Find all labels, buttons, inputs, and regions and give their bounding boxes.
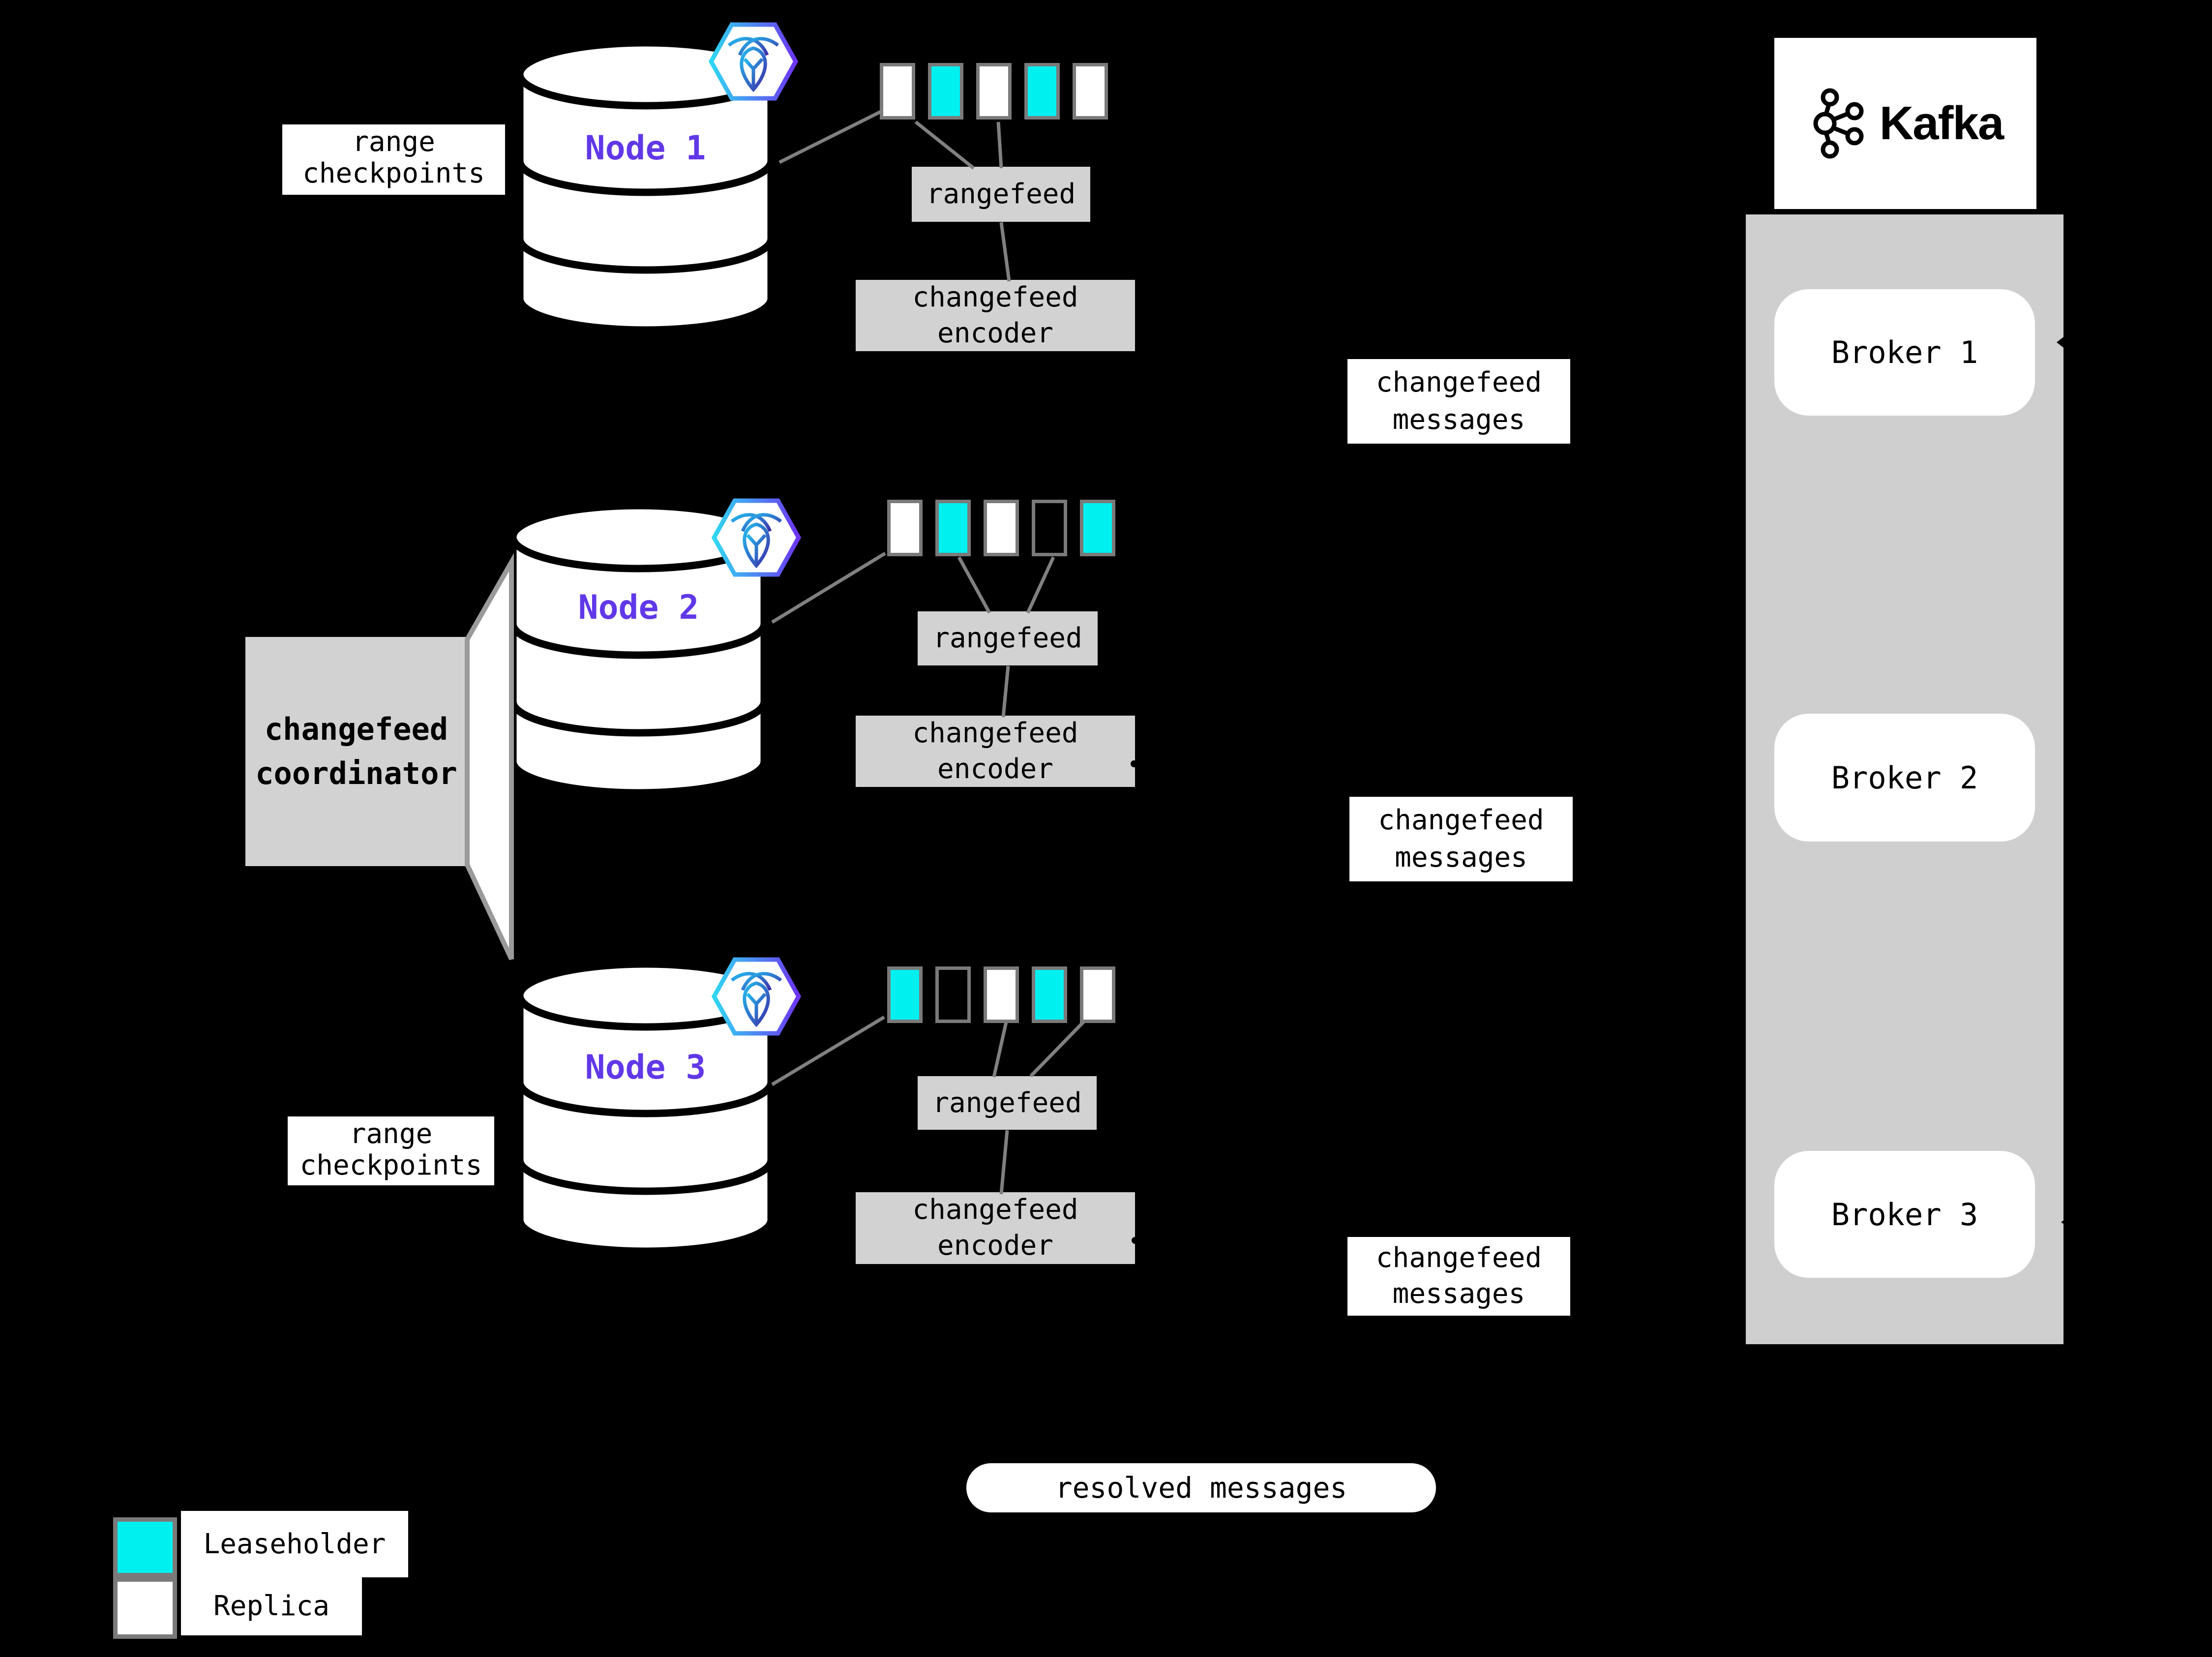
changefeed-messages-label-3: changefeed messages bbox=[1347, 1237, 1570, 1316]
node1-range-squares bbox=[880, 63, 1108, 120]
node3-database-cylinder bbox=[516, 960, 775, 1254]
range-square-replica bbox=[984, 966, 1019, 1023]
range-checkpoints-label-1: range checkpoints bbox=[282, 124, 505, 195]
node1-changefeed-encoder-box: changefeed encoder bbox=[856, 280, 1135, 351]
range-square-replica bbox=[1073, 63, 1108, 120]
range-square-leaseholder bbox=[887, 966, 923, 1023]
broker1-text: Broker 1 bbox=[1831, 334, 1978, 370]
cockroachdb-badge-icon bbox=[708, 22, 799, 101]
node3-rangefeed-box: rangefeed bbox=[918, 1076, 1097, 1130]
changefeed-messages-text: changefeed messages bbox=[1375, 366, 1542, 436]
rangefeed-text: rangefeed bbox=[933, 622, 1082, 655]
kafka-broker-3: Broker 3 bbox=[1774, 1151, 2035, 1278]
broker3-text: Broker 3 bbox=[1831, 1196, 1978, 1233]
range-square-leaseholder bbox=[935, 500, 971, 556]
legend-leaseholder-text: Leaseholder bbox=[203, 1528, 386, 1560]
kafka-broker-2: Broker 2 bbox=[1774, 714, 2035, 842]
rangefeed-text: rangefeed bbox=[932, 1086, 1082, 1119]
cockroachdb-badge-icon bbox=[711, 957, 802, 1036]
changefeed-encoder-text: changefeed encoder bbox=[912, 281, 1078, 349]
kafka-broker-1: Broker 1 bbox=[1774, 289, 2035, 416]
node2-database-cylinder bbox=[509, 502, 768, 796]
kafka-logo-box: Kafka bbox=[1774, 38, 2036, 209]
changefeed-coordinator-box: changefeed coordinator bbox=[245, 637, 467, 866]
legend-replica-swatch bbox=[113, 1577, 177, 1639]
node2-changefeed-encoder-box: changefeed encoder bbox=[856, 716, 1135, 787]
range-square-leaseholder bbox=[1080, 500, 1115, 556]
node2-range-squares bbox=[887, 500, 1115, 556]
range-square-leaseholder bbox=[928, 63, 963, 120]
range-checkpoints-label-2: range checkpoints bbox=[288, 1116, 494, 1185]
changefeed-messages-label-1: changefeed messages bbox=[1347, 359, 1570, 444]
node3-label: Node 3 bbox=[515, 1048, 776, 1087]
changefeed-messages-text: changefeed messages bbox=[1375, 1242, 1542, 1310]
node3-range-squares bbox=[887, 966, 1115, 1023]
range-square-replica bbox=[1080, 966, 1115, 1023]
node1-database-cylinder bbox=[516, 39, 775, 333]
range-checkpoints-text: range checkpoints bbox=[302, 126, 485, 190]
resolved-messages-pill: resolved messages bbox=[966, 1463, 1436, 1512]
range-square-empty bbox=[1032, 500, 1067, 556]
legend-replica-text: Replica bbox=[213, 1590, 329, 1623]
range-square-leaseholder bbox=[1024, 63, 1060, 120]
node1-rangefeed-box: rangefeed bbox=[912, 167, 1090, 222]
range-square-replica bbox=[984, 500, 1019, 556]
node2-rangefeed-box: rangefeed bbox=[918, 611, 1098, 665]
range-square-empty bbox=[935, 966, 971, 1023]
changefeed-encoder-text: changefeed encoder bbox=[912, 717, 1078, 785]
node2-label-text: Node 2 bbox=[578, 588, 699, 627]
kafka-icon bbox=[1813, 88, 1864, 159]
broker2-text: Broker 2 bbox=[1831, 759, 1978, 796]
node3-label-text: Node 3 bbox=[585, 1048, 706, 1087]
range-square-replica bbox=[880, 63, 915, 120]
range-square-replica bbox=[976, 63, 1012, 120]
changefeed-messages-label-2: changefeed messages bbox=[1349, 797, 1573, 881]
range-square-leaseholder bbox=[1032, 966, 1067, 1023]
rangefeed-text: rangefeed bbox=[926, 178, 1076, 211]
kafka-wordmark: Kafka bbox=[1879, 97, 2004, 150]
changefeed-messages-text: changefeed messages bbox=[1378, 804, 1544, 874]
range-square-replica bbox=[887, 500, 923, 556]
coordinator-callout-pointer bbox=[465, 553, 514, 961]
legend-leaseholder-swatch bbox=[113, 1517, 177, 1577]
node1-label: Node 1 bbox=[515, 128, 776, 168]
node1-label-text: Node 1 bbox=[585, 128, 706, 168]
changefeed-coordinator-text: changefeed coordinator bbox=[255, 711, 457, 791]
legend-leaseholder-label: Leaseholder bbox=[181, 1511, 408, 1577]
legend-replica-label: Replica bbox=[181, 1577, 362, 1635]
node2-label: Node 2 bbox=[508, 588, 769, 627]
changefeed-encoder-text: changefeed encoder bbox=[912, 1194, 1078, 1262]
cockroachdb-badge-icon bbox=[711, 498, 802, 577]
node3-changefeed-encoder-box: changefeed encoder bbox=[856, 1192, 1135, 1264]
resolved-messages-text: resolved messages bbox=[1055, 1471, 1347, 1505]
range-checkpoints-text: range checkpoints bbox=[299, 1118, 482, 1182]
